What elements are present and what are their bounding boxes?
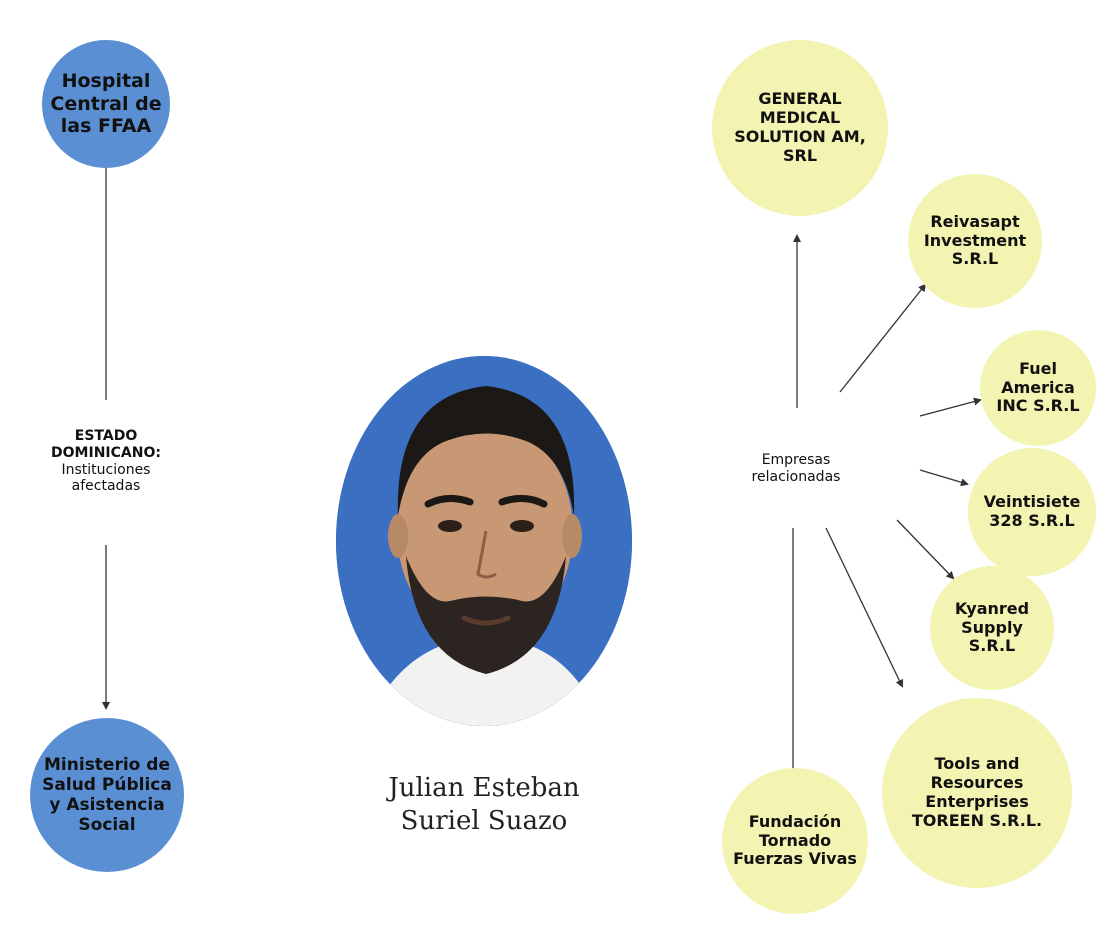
node-general-medical-text: GENERAL MEDICAL SOLUTION AM, SRL (734, 89, 866, 165)
estado-dominicano-label: ESTADO DOMINICANO: Instituciones afectad… (22, 428, 190, 495)
node-fuel-america-text: Fuel America INC S.R.L (996, 358, 1080, 416)
empresas-label-line1: Empresas (761, 452, 831, 468)
edge-to-kyanred (896, 519, 955, 580)
person-name-line2: Suriel Suazo (400, 805, 568, 836)
node-veintisiete-text: Veintisiete 328 S.R.L (983, 492, 1081, 530)
node-ministerio-salud-text: Ministerio de Salud Pública y Asistencia… (42, 754, 172, 836)
node-reivasapt-text: Reivasapt Investment S.R.L (923, 211, 1027, 269)
person-photo-illustration (336, 356, 632, 726)
node-kyanred: Kyanred Supply S.R.L (930, 566, 1054, 690)
estado-label-line1: ESTADO (74, 428, 138, 444)
node-fundacion-text: Fundación Tornado Fuerzas Vivas (733, 811, 857, 869)
person-name-line1: Julian Esteban (388, 773, 580, 803)
empresas-label-line2: relacionadas (751, 468, 841, 485)
node-general-medical: GENERAL MEDICAL SOLUTION AM, SRL (712, 40, 888, 216)
node-hospital-central-text: Hospital Central de las FFAA (50, 70, 162, 138)
edge-to-reivasapt (839, 283, 927, 393)
node-kyanred-text: Kyanred Supply S.R.L (954, 598, 1030, 656)
edge-to-toreen (825, 527, 904, 688)
edge-to-fuel-america (919, 397, 982, 417)
node-toreen: Tools and Resources Enterprises TOREEN S… (882, 698, 1072, 888)
node-veintisiete: Veintisiete 328 S.R.L (968, 448, 1096, 576)
estado-label-line2: DOMINICANO: (51, 444, 161, 461)
estado-label-line4: afectadas (71, 478, 141, 495)
node-toreen-text: Tools and Resources Enterprises TOREEN S… (911, 754, 1043, 830)
node-ministerio-salud: Ministerio de Salud Pública y Asistencia… (30, 718, 184, 872)
node-fuel-america: Fuel America INC S.R.L (980, 330, 1096, 446)
edge-to-veintisiete (919, 469, 969, 487)
empresas-relacionadas-label: Empresas relacionadas (728, 452, 864, 486)
person-portrait (336, 356, 632, 726)
node-fundacion: Fundación Tornado Fuerzas Vivas (722, 768, 868, 914)
person-name: Julian Esteban Suriel Suazo (336, 772, 632, 837)
node-hospital-central: Hospital Central de las FFAA (42, 40, 170, 168)
node-reivasapt: Reivasapt Investment S.R.L (908, 174, 1042, 308)
estado-label-line3: Instituciones (61, 461, 151, 478)
